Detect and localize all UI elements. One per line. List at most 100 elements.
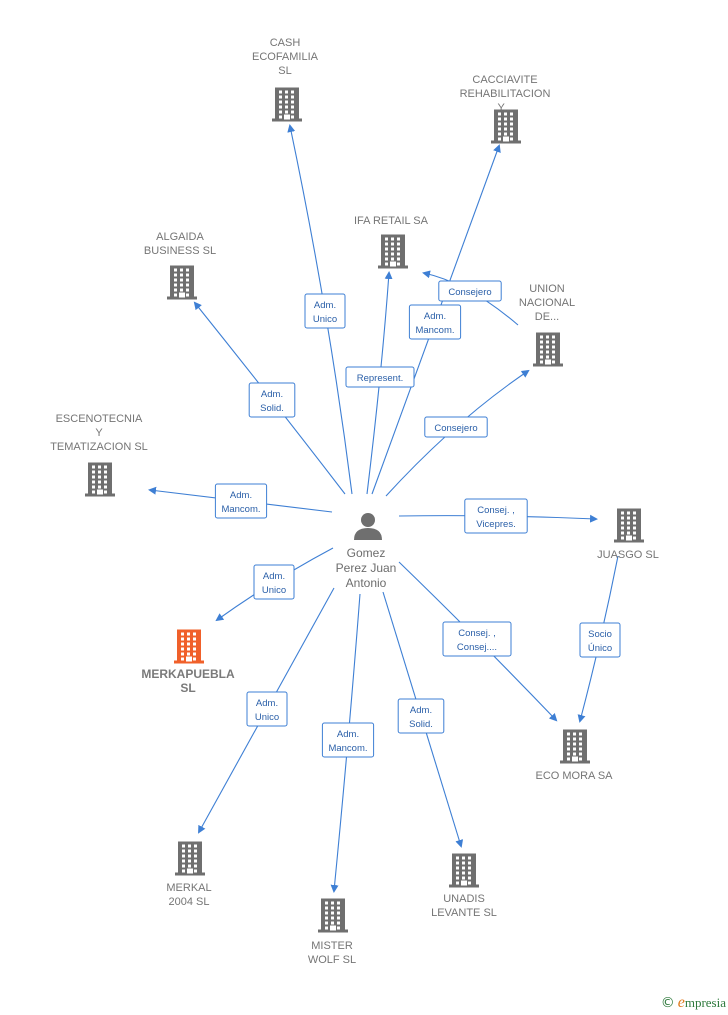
relation-label-ifa[interactable]: Represent.	[345, 366, 415, 388]
relation-label-text: Solid.	[409, 719, 433, 730]
copyright-icon: ©	[660, 995, 675, 1011]
person-name: Gomez	[347, 546, 386, 560]
relation-label-algaida[interactable]: Adm.Solid.	[248, 382, 296, 418]
relation-label-text: Mancom.	[328, 743, 367, 754]
relation-label-juasgo[interactable]: Consej. , Vicepres.	[464, 498, 528, 534]
relation-label-text: Consej....	[457, 642, 497, 653]
relation-label-text: Unico	[255, 712, 279, 723]
building-icon	[174, 629, 204, 664]
relation-label-box	[397, 698, 445, 734]
building-icon	[167, 265, 197, 300]
company-node-cacciavite[interactable]: CACCIAVITE REHABILITACION Y...	[460, 74, 551, 144]
relation-label-text: Represent.	[357, 373, 403, 384]
relation-label-text: Mancom.	[221, 504, 260, 515]
company-node-union[interactable]: UNION NACIONAL DE...	[519, 283, 575, 367]
relation-label-ecomora[interactable]: Consej. , Consej....	[442, 621, 512, 657]
relation-label-text: Unico	[262, 585, 286, 596]
person-name: Perez Juan	[336, 561, 397, 575]
relation-label-text: Socio	[588, 629, 612, 640]
relation-label-box	[424, 416, 488, 438]
relation-label-union[interactable]: Consejero	[424, 416, 488, 438]
building-icon	[533, 332, 563, 367]
relation-label-box	[579, 622, 621, 658]
relation-label-box	[442, 621, 512, 657]
relation-label-text: Adm.	[256, 698, 278, 709]
company-name: WOLF SL	[308, 954, 356, 966]
relation-label-mister[interactable]: Adm.Mancom.	[321, 722, 375, 758]
company-name: NACIONAL	[519, 297, 575, 309]
company-name: TEMATIZACION SL	[50, 441, 148, 453]
relation-label-box	[246, 691, 288, 727]
relation-label-text: Mancom.	[415, 325, 454, 336]
company-node-algaida[interactable]: ALGAIDA BUSINESS SL	[144, 231, 216, 300]
building-icon	[560, 729, 590, 764]
relation-label-text: Único	[588, 643, 612, 654]
company-name: MERKAL	[166, 882, 211, 894]
relation-label-box	[304, 293, 346, 329]
relation-label-text: Vicepres.	[476, 519, 515, 530]
company-node-juasgo[interactable]: JUASGO SL	[597, 508, 659, 562]
company-name: UNADIS	[443, 893, 485, 905]
relation-label-merkapuebla[interactable]: Adm. Unico	[253, 564, 295, 600]
relation-label-box	[464, 498, 528, 534]
relation-label-escenotecnia[interactable]: Adm. Mancom.	[214, 483, 268, 519]
company-name: MERKAPUEBLA	[141, 667, 235, 681]
company-name: JUASGO SL	[597, 549, 659, 561]
relation-label-cash[interactable]: Adm. Unico	[304, 293, 346, 329]
company-node-mister[interactable]: MISTER WOLF SL	[308, 898, 356, 967]
company-name: Y...	[497, 102, 512, 114]
company-name: DE...	[535, 311, 559, 323]
company-name: 2004 SL	[169, 896, 210, 908]
building-icon	[378, 234, 408, 269]
relation-label-unadis[interactable]: Adm. Solid.	[397, 698, 445, 734]
company-name: SL	[180, 681, 195, 695]
relation-label-ifa[interactable]: Consejero	[438, 280, 502, 302]
relation-label-box	[408, 304, 462, 340]
company-name: UNION	[529, 283, 565, 295]
building-icon	[318, 898, 348, 933]
building-icon	[85, 462, 115, 497]
relation-label-box	[248, 382, 296, 418]
company-node-ifa[interactable]: IFA RETAIL SA	[354, 215, 429, 269]
company-name: CACCIAVITE	[472, 74, 537, 86]
building-icon	[614, 508, 644, 543]
relation-label-text: Adm.	[230, 490, 252, 501]
relation-label-box	[345, 366, 415, 388]
relation-label-text: Adm.	[410, 705, 432, 716]
building-icon	[449, 853, 479, 888]
relation-label-cacciavite[interactable]: Adm. Mancom.	[408, 304, 462, 340]
company-name: REHABILITACION	[460, 88, 551, 100]
building-icon	[175, 841, 205, 876]
company-name: IFA RETAIL SA	[354, 215, 429, 227]
relation-label-text: Adm.	[263, 571, 285, 582]
company-name: ECOFAMILIA	[252, 51, 319, 63]
relation-label-text: Consejero	[434, 423, 477, 434]
company-node-unadis[interactable]: UNADIS LEVANTE SL	[431, 853, 497, 920]
company-name: ESCENOTECNIA	[56, 413, 143, 425]
relation-label-text: Consej. ,	[477, 505, 515, 516]
relation-label-text: Adm.	[314, 300, 336, 311]
relation-label-box	[438, 280, 502, 302]
company-name: MISTER	[311, 940, 353, 952]
relation-label-text: Adm.	[424, 311, 446, 322]
company-name: LEVANTE SL	[431, 907, 497, 919]
person-icon	[354, 513, 382, 540]
company-name: BUSINESS SL	[144, 245, 216, 257]
relation-label-text: Unico	[313, 314, 337, 325]
company-node-merkal[interactable]: MERKAL 2004 SL	[166, 841, 212, 909]
relation-label-text: Consej. ,	[458, 628, 496, 639]
company-name: CASH	[270, 37, 301, 49]
relation-label-text: Adm.	[261, 389, 283, 400]
company-name: ECO MORA SA	[535, 770, 613, 782]
company-node-ecomora[interactable]: ECO MORA SA	[535, 729, 613, 783]
empresia-logo: ©empresia	[660, 994, 726, 1011]
relation-label-box	[253, 564, 295, 600]
relation-label-merkal[interactable]: Adm. Unico	[246, 691, 288, 727]
company-name: ALGAIDA	[156, 231, 204, 243]
